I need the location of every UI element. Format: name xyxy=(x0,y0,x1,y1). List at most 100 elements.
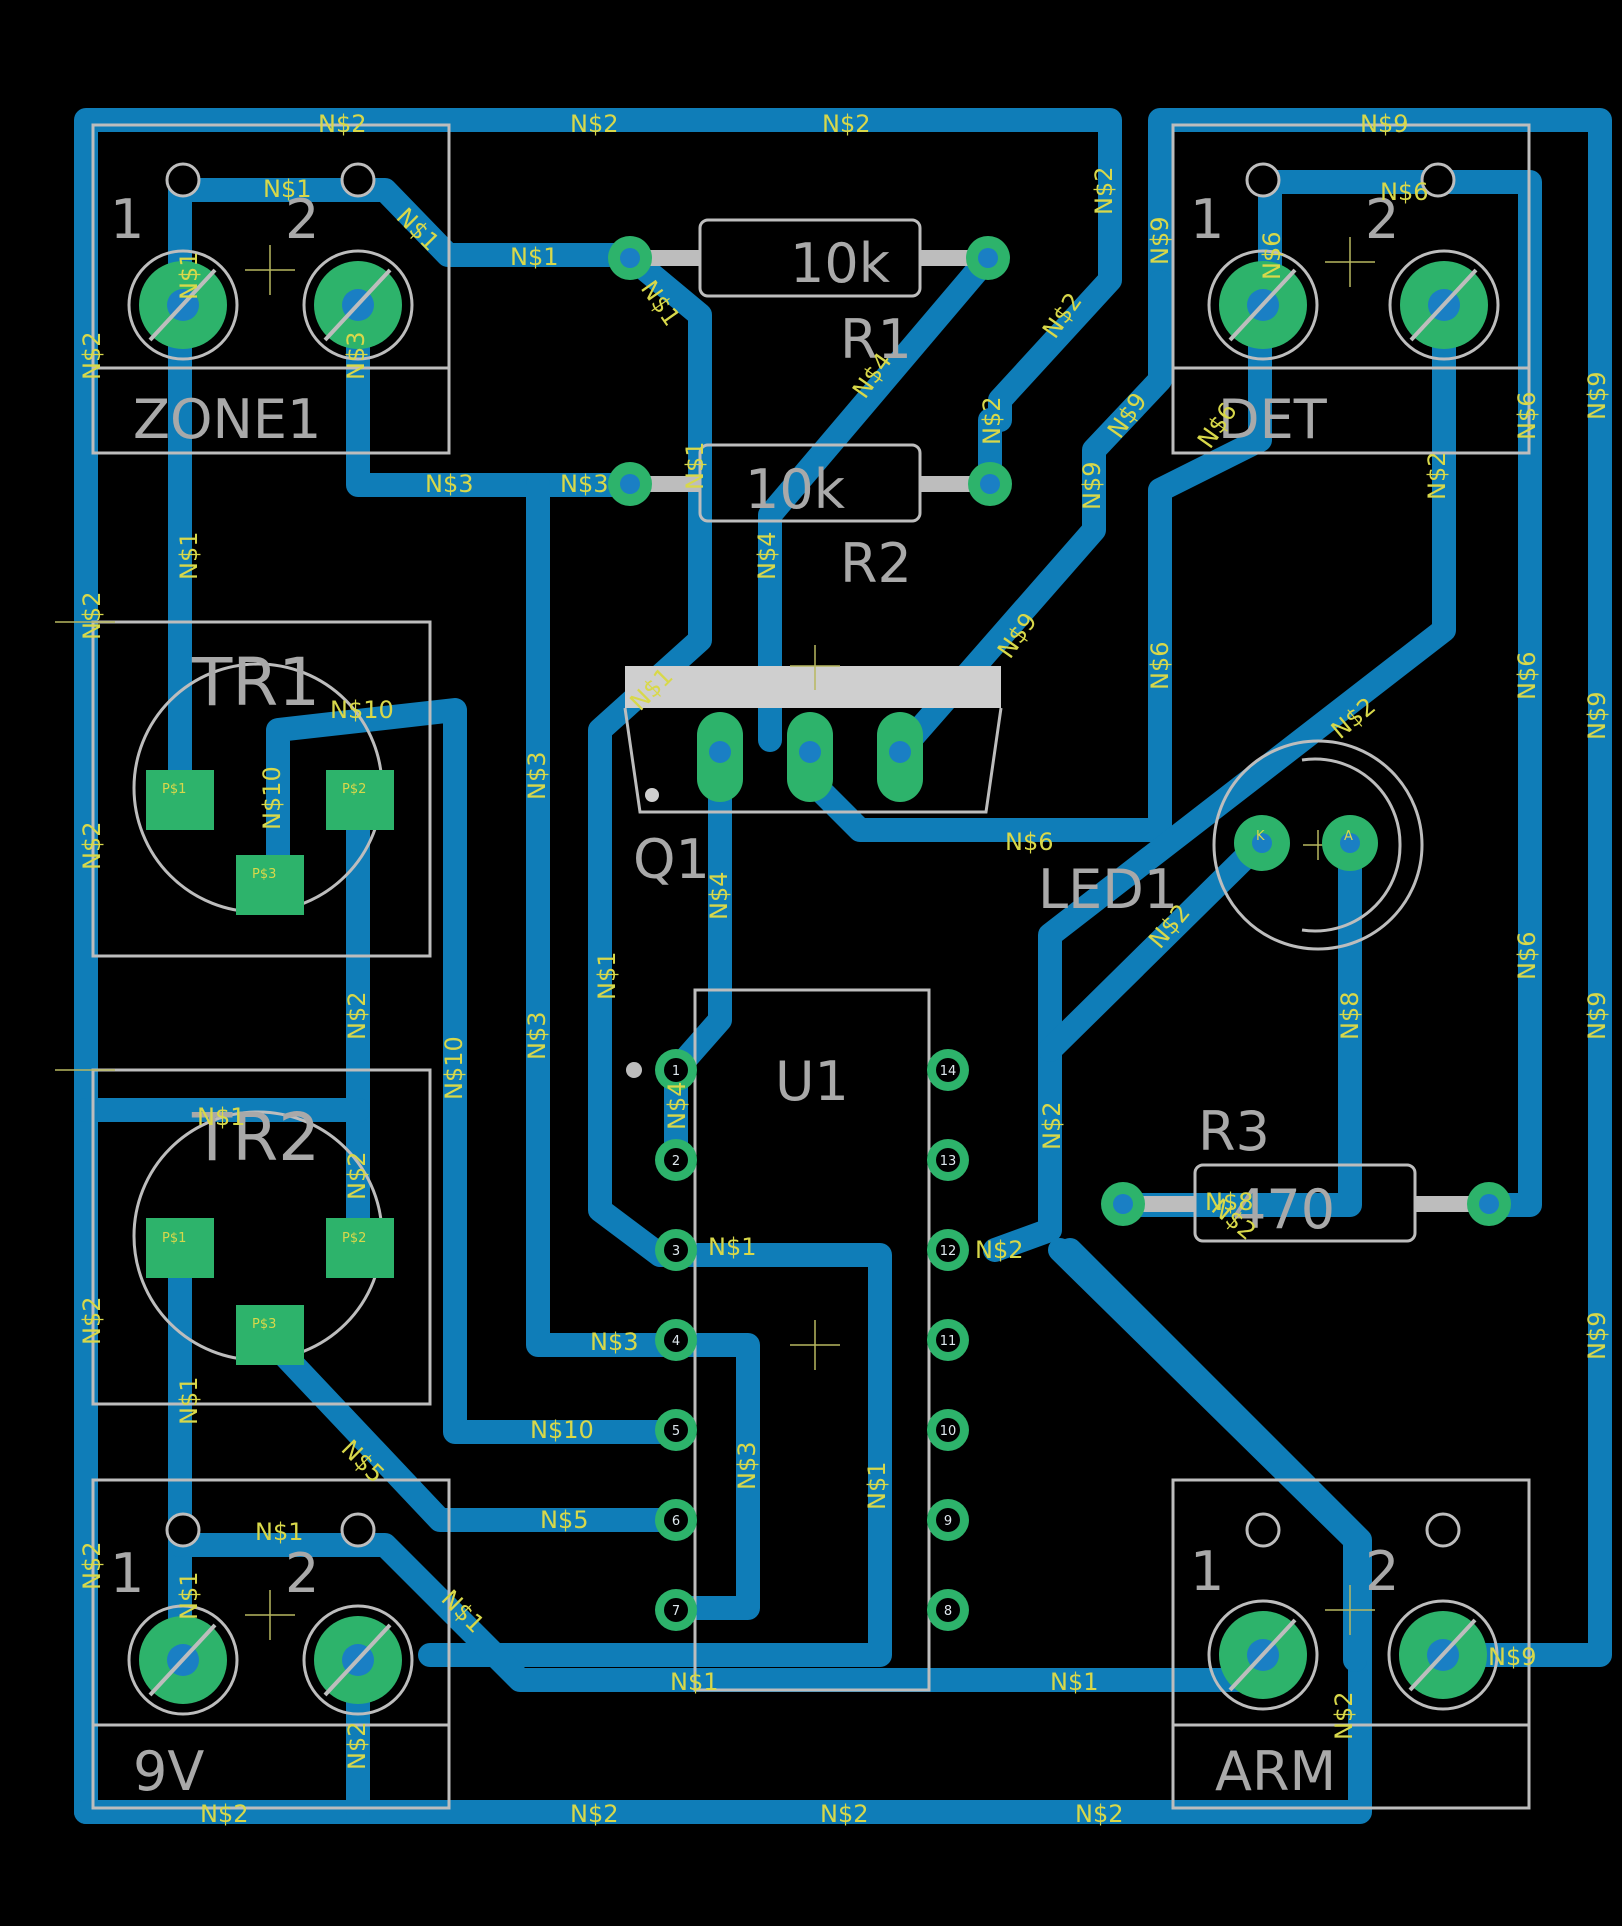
u1-pin-13: 13 xyxy=(927,1139,969,1181)
u1-label: U1 xyxy=(775,1050,849,1113)
trace-n2-outer xyxy=(74,108,1122,1824)
net-label-n3: N$3 xyxy=(342,332,370,381)
net-label-n2: N$2 xyxy=(343,992,371,1041)
net-label-n6: N$6 xyxy=(1380,178,1429,206)
net-label-n3: N$3 xyxy=(733,1442,761,1491)
net-label-n3: N$3 xyxy=(523,752,551,801)
det-label: DET xyxy=(1218,388,1328,451)
net-label-n2: N$2 xyxy=(343,1722,371,1771)
net-label-n6: N$6 xyxy=(1146,642,1174,691)
tr2-outline xyxy=(91,1068,432,1406)
net-label-n10: N$10 xyxy=(530,1416,594,1444)
trimmer-pads: P$1 P$2 P$3 P$1 P$2 P$3 xyxy=(146,770,394,1365)
trace-n9-q1 xyxy=(898,270,1172,752)
zone1-pin1-label: 1 xyxy=(110,188,144,251)
net-label-n3: N$3 xyxy=(560,470,609,498)
net-label-n2: N$2 xyxy=(1423,452,1451,501)
net-label-n1: N$1 xyxy=(175,252,203,301)
zone1-pads xyxy=(127,162,414,361)
q1-pads xyxy=(697,712,923,802)
net-label-n2: N$2 xyxy=(200,1800,249,1828)
u1-pin-10: 10 xyxy=(927,1409,969,1451)
trace-n8 xyxy=(1108,833,1362,1217)
u1-pin-6: 6 xyxy=(655,1499,697,1541)
net-label-n1: N$1 xyxy=(255,1518,304,1546)
net-label-n3: N$3 xyxy=(523,1012,551,1061)
arm-pin2-label: 2 xyxy=(1365,1540,1399,1603)
net-label-n1: N$1 xyxy=(175,1572,203,1621)
q1-top-bar xyxy=(625,666,1001,708)
led-k-label: K xyxy=(1256,829,1265,844)
net-label-n2: N$2 xyxy=(318,110,367,138)
trace-n1-9v xyxy=(168,1533,1287,1692)
led-a-label: A xyxy=(1344,829,1353,844)
zone1-pin2-label: 2 xyxy=(285,188,319,251)
net-label-n9: N$9 xyxy=(1360,110,1409,138)
net-label-n2: N$2 xyxy=(822,110,871,138)
r1-label: R1 xyxy=(840,308,912,371)
q1-label: Q1 xyxy=(633,828,710,891)
r3-value: 470 xyxy=(1232,1178,1335,1241)
net-label-n9: N$9 xyxy=(1583,1312,1611,1361)
u1-pin-number: 13 xyxy=(940,1154,957,1169)
arm-pin1-label: 1 xyxy=(1190,1540,1224,1603)
tr2-label: TR2 xyxy=(191,1099,320,1176)
arm-pads xyxy=(1207,1512,1499,1711)
net-label-n2: N$2 xyxy=(1090,167,1118,216)
net-label-n4: N$4 xyxy=(663,1082,691,1131)
q1-outline xyxy=(623,707,1003,814)
net-label-n3: N$3 xyxy=(590,1328,639,1356)
net-label-n1: N$1 xyxy=(863,1462,891,1511)
u1-pin-number: 9 xyxy=(944,1514,952,1529)
v9-pads xyxy=(127,1512,414,1716)
u1-pin-number: 1 xyxy=(672,1064,680,1079)
r2-value: 10k xyxy=(745,458,846,521)
r1-value: 10k xyxy=(790,232,891,295)
v9-pin2-label: 2 xyxy=(285,1542,319,1605)
tr1-label: TR1 xyxy=(191,644,320,721)
u1-pin-number: 2 xyxy=(672,1154,680,1169)
trace-n4-u1 xyxy=(664,728,732,1172)
net-label-n1: N$1 xyxy=(670,1668,719,1696)
net-label-n9: N$9 xyxy=(1078,462,1106,511)
tr1-p2-label: P$2 xyxy=(342,782,366,797)
r3-label: R3 xyxy=(1198,1100,1270,1163)
tr1-outline xyxy=(91,620,432,958)
u1-pin-5: 5 xyxy=(655,1409,697,1451)
det-pin2-label: 2 xyxy=(1365,188,1399,251)
arm-outline xyxy=(1171,1478,1531,1810)
u1-pin-3: 3 xyxy=(655,1229,697,1271)
trace-n1-r1 xyxy=(418,243,892,1667)
net-label-n6: N$6 xyxy=(1513,932,1541,981)
net-label-n1: N$1 xyxy=(175,1377,203,1426)
net-label-n1: N$1 xyxy=(1050,1668,1099,1696)
terminal-pads xyxy=(127,162,1500,1716)
r2-label: R2 xyxy=(840,532,912,595)
u1-pin-number: 7 xyxy=(672,1604,680,1619)
net-label-n1: N$1 xyxy=(681,442,709,491)
u1-pin-number: 10 xyxy=(940,1424,957,1439)
net-label-n2: N$2 xyxy=(78,332,106,381)
component-labels: ZONE1 1 2 DET 1 2 9V 1 2 ARM 1 2 10k R1 … xyxy=(110,188,1399,1803)
led-pads: K A xyxy=(1234,815,1378,871)
net-label-n2: N$2 xyxy=(570,110,619,138)
net-label-n2: N$2 xyxy=(820,1800,869,1828)
net-label-n2: N$2 xyxy=(343,1152,371,1201)
net-label-n9: N$9 xyxy=(1488,1643,1537,1671)
u1-pin-12: 12 xyxy=(927,1229,969,1271)
net-label-n1: N$1 xyxy=(708,1233,757,1261)
net-label-n6: N$6 xyxy=(1513,392,1541,441)
trace-n2-led xyxy=(1038,831,1272,1062)
det-outline xyxy=(1171,123,1531,455)
trace-n9-loop xyxy=(1148,108,1612,1667)
u1-pin-14: 14 xyxy=(927,1049,969,1091)
v9-pin1-label: 1 xyxy=(110,1542,144,1605)
trace-n2-arm xyxy=(1048,1238,1367,1672)
u1-pin-number: 6 xyxy=(672,1514,680,1529)
net-label-n1: N$1 xyxy=(197,1103,246,1131)
net-label-n10: N$10 xyxy=(330,696,394,724)
trace-n4 xyxy=(758,246,1000,752)
u1-pin-11: 11 xyxy=(927,1319,969,1361)
u1-pin-4: 4 xyxy=(655,1319,697,1361)
